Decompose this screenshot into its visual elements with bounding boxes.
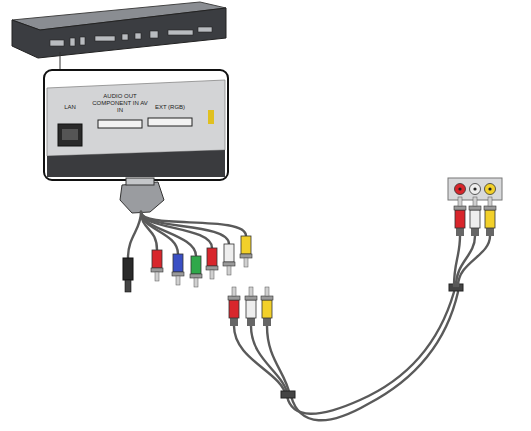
av-socket-panel	[448, 178, 502, 200]
inset-panel	[47, 80, 225, 156]
port-label: LAN	[56, 104, 84, 111]
cable-tie	[281, 391, 295, 398]
rca-plug-boot	[456, 228, 464, 236]
port-label: AUDIO OUT COMPONENT IN AV IN	[92, 93, 148, 114]
cable	[251, 326, 288, 396]
lan-port-inner	[62, 129, 78, 140]
cable	[458, 236, 490, 286]
av-socket-hole	[488, 187, 491, 190]
box-port	[95, 36, 115, 41]
inset-edge-marker	[208, 110, 214, 124]
breakout-plug-tab	[126, 178, 154, 185]
rca-plug	[190, 256, 202, 287]
rca-plug	[206, 248, 218, 279]
inset-face	[47, 150, 225, 177]
component-slot	[98, 120, 142, 128]
rca-plug-boot	[247, 318, 255, 326]
cable	[141, 212, 246, 236]
rca-plug	[228, 287, 240, 318]
box-port	[50, 40, 64, 46]
box-port	[150, 31, 158, 38]
cable	[141, 212, 229, 244]
rca-plug-boot	[263, 318, 271, 326]
box-port	[122, 34, 128, 40]
box-port	[135, 33, 141, 39]
box-port	[168, 30, 193, 35]
box-port	[80, 37, 85, 45]
cable	[291, 292, 458, 420]
rca-plug-boot	[471, 228, 479, 236]
rca-plug-boot	[230, 318, 238, 326]
rca-plug	[223, 244, 235, 275]
av-socket-hole	[473, 187, 476, 190]
av-socket	[470, 184, 481, 195]
rca-plug-boot	[486, 228, 494, 236]
connect-box-front	[12, 8, 226, 58]
audio-jack	[123, 258, 133, 292]
rca-plug	[172, 254, 184, 285]
rca-plug	[469, 197, 481, 228]
zoom-inset	[44, 70, 228, 180]
port-label: EXT (RGB)	[146, 104, 194, 111]
av-socket	[485, 184, 496, 195]
lan-port	[58, 124, 82, 146]
cable	[267, 326, 290, 396]
rca-plug	[151, 250, 163, 281]
rca-plug	[261, 287, 273, 318]
cable	[234, 326, 286, 396]
rca-plug	[240, 236, 252, 267]
rca-plug	[454, 197, 466, 228]
ext-slot	[148, 118, 192, 126]
box-port	[70, 38, 75, 46]
rca-plug	[245, 287, 257, 318]
breakout-plug	[120, 182, 164, 213]
av-socket	[455, 184, 466, 195]
rca-plug	[484, 197, 496, 228]
av-socket-hole	[458, 187, 461, 190]
box-port	[198, 27, 212, 32]
cable	[128, 212, 141, 258]
